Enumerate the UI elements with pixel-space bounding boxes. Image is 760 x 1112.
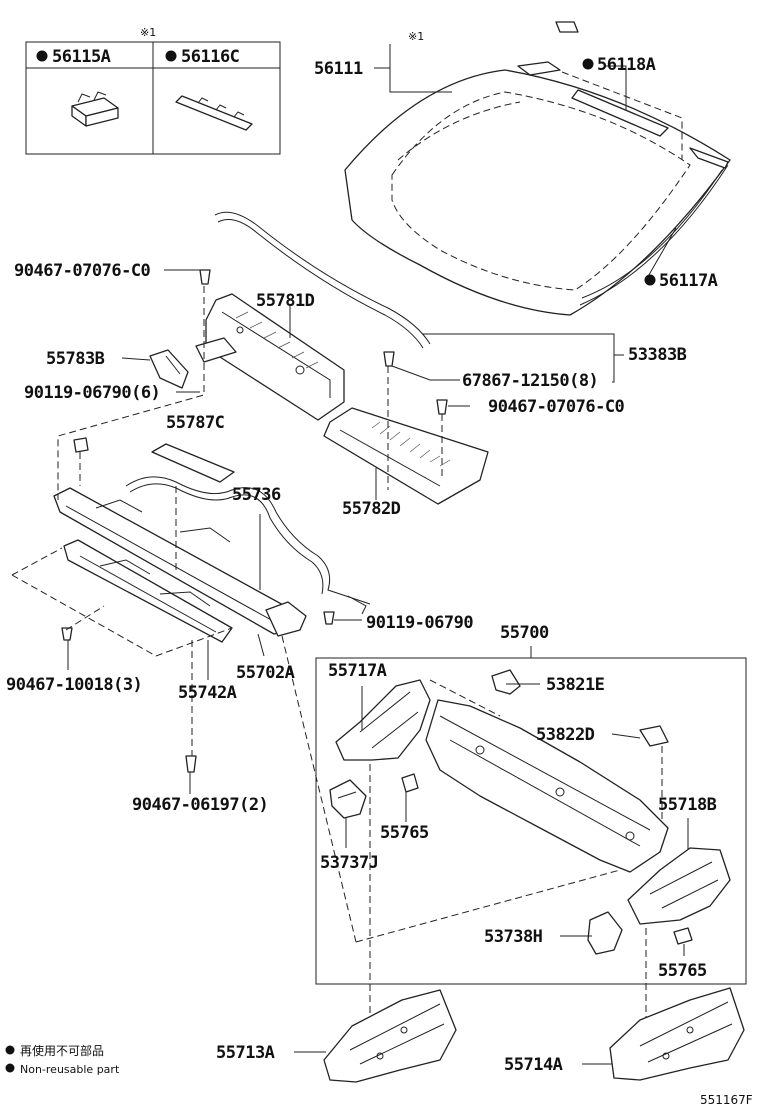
bracket-55717A xyxy=(335,679,431,761)
non-reusable-dot-icon xyxy=(165,50,177,62)
hood-seal-strip xyxy=(214,211,431,349)
leader-lines xyxy=(67,44,689,1065)
non-reusable-dot-icon xyxy=(582,58,594,70)
moulding-56117A xyxy=(579,147,729,306)
clip-56116C-drawing xyxy=(175,95,253,131)
label-53737J: 53737J xyxy=(320,853,378,873)
label-55782D: 55782D xyxy=(342,499,401,519)
inset-col2-label: 56116C xyxy=(181,47,239,67)
bracket-53738H xyxy=(587,911,623,955)
label-56117A: 56117A xyxy=(659,271,718,291)
clip-56115A-drawing xyxy=(71,91,119,127)
cover-55783B xyxy=(149,349,189,389)
bracket-55718B xyxy=(627,847,731,925)
label-56111: 56111 xyxy=(314,59,363,79)
non-reusable-dot-icon xyxy=(5,1045,15,1055)
inset-table: ※1 56115A 56116C xyxy=(25,26,281,155)
figure-id: 551167F xyxy=(700,1093,753,1107)
moulding-56118A xyxy=(517,21,683,160)
cowl-main-panel xyxy=(425,699,669,873)
bracket-53737J xyxy=(329,779,367,819)
clip-55765-a xyxy=(401,773,419,793)
legend: 再使用不可部品 Non-reusable part xyxy=(5,1043,120,1076)
label-55781D: 55781D xyxy=(256,291,315,311)
label-mark1: ※1 xyxy=(408,30,424,43)
label-90119-06790-6: 90119-06790(6) xyxy=(24,383,160,403)
clip-90119-06790 xyxy=(323,611,335,625)
label-53383B: 53383B xyxy=(628,345,687,365)
bracket-near-55702A xyxy=(265,601,307,637)
label-53821E: 53821E xyxy=(546,675,605,695)
seal-55787C xyxy=(151,443,235,483)
label-55700: 55700 xyxy=(500,623,549,643)
inset-col1-label: 56115A xyxy=(52,47,111,67)
legend-text-en: Non-reusable part xyxy=(20,1063,120,1076)
clip-90467-07076-top xyxy=(199,269,211,285)
bracket-55714A xyxy=(609,987,745,1081)
label-90467-07076-C0-top: 90467-07076-C0 xyxy=(14,261,151,281)
windshield-glass-56111 xyxy=(344,69,731,316)
label-53738H: 53738H xyxy=(484,927,543,947)
clip-90119-06790-6 xyxy=(73,437,89,453)
label-53822D: 53822D xyxy=(536,725,595,745)
inset-marker: ※1 xyxy=(140,26,156,39)
bracket-53822D xyxy=(639,725,669,747)
assembly-guide-lines-box xyxy=(355,679,663,1030)
cowl-louver-55782D xyxy=(323,407,489,505)
label-55713A: 55713A xyxy=(216,1043,275,1063)
label-55765-b: 55765 xyxy=(658,961,707,981)
clip-90467-06197 xyxy=(185,755,197,773)
label-56118A: 56118A xyxy=(597,55,656,75)
legend-text-jp: 再使用不可部品 xyxy=(20,1043,104,1058)
label-55765-a: 55765 xyxy=(380,823,429,843)
bracket-53821E xyxy=(491,669,521,695)
label-55702A: 55702A xyxy=(236,663,295,683)
non-reusable-dot-icon xyxy=(5,1063,15,1073)
label-55742A: 55742A xyxy=(178,683,237,703)
label-90467-07076-C0-mid: 90467-07076-C0 xyxy=(488,397,625,417)
clip-55765-b xyxy=(673,927,693,945)
label-55714A: 55714A xyxy=(504,1055,563,1075)
assembly-guide-lines-upper xyxy=(11,286,443,943)
label-55787C: 55787C xyxy=(166,413,224,433)
label-90467-06197: 90467-06197(2) xyxy=(132,795,268,815)
label-55717A: 55717A xyxy=(328,661,387,681)
label-90467-10018: 90467-10018(3) xyxy=(6,675,142,695)
part-labels: 56111 ※1 56118A 56117A 90467-07076-C0 55… xyxy=(6,30,718,1075)
label-67867-12150: 67867-12150(8) xyxy=(462,371,598,391)
non-reusable-dot-icon xyxy=(36,50,48,62)
bracket-55713A xyxy=(323,989,457,1083)
clip-67867 xyxy=(383,351,395,367)
seal-55736 xyxy=(125,476,371,615)
label-55736: 55736 xyxy=(232,485,281,505)
label-55718B: 55718B xyxy=(658,795,717,815)
cowl-panel-55742A xyxy=(63,539,233,643)
label-55783B: 55783B xyxy=(46,349,105,369)
cowl-louver-55781D xyxy=(195,293,345,421)
clip-90467-07076-mid xyxy=(436,399,448,415)
label-90119-06790: 90119-06790 xyxy=(366,613,473,633)
non-reusable-dot-icon xyxy=(644,274,656,286)
